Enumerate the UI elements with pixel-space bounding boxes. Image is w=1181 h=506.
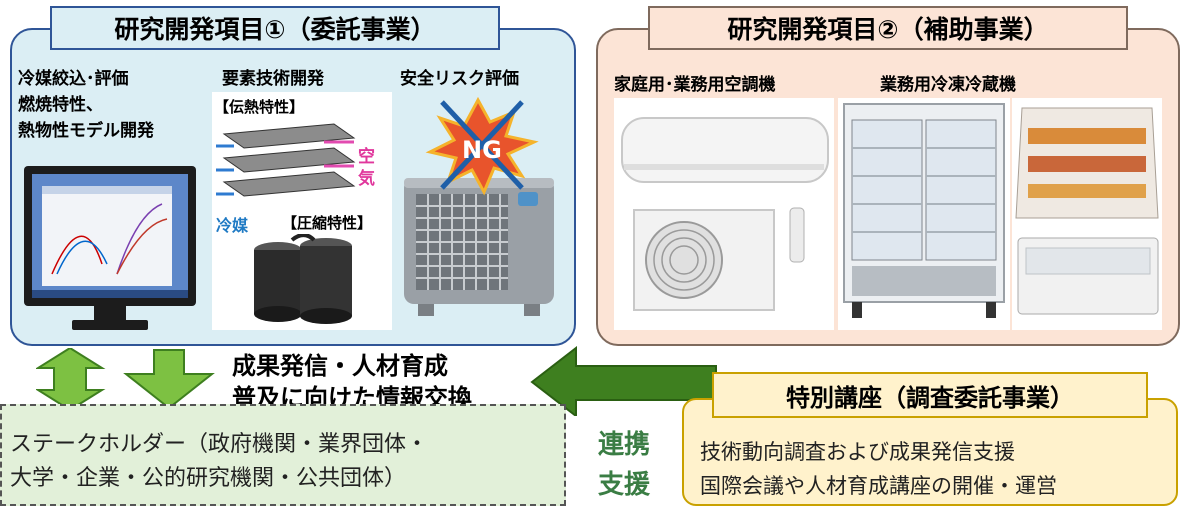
element-tech-title: 要素技術開発 <box>222 69 324 89</box>
air-label-1: 空 <box>358 147 375 167</box>
aircon-illustration <box>614 98 834 330</box>
thermo-model-label: 熱物性モデル開発 <box>18 121 154 141</box>
refrigerant-eval-label: 冷媒絞込･評価 <box>18 69 129 89</box>
air-label-2: 気 <box>358 169 375 189</box>
monitor-illustration <box>24 166 196 330</box>
stakeholder-text-2: 大学・企業・公的研究機関・公共団体） <box>10 466 407 491</box>
special-course-title: 特別講座（調査委託事業） <box>712 372 1148 418</box>
heat-transfer-label: 【伝熱特性】 <box>214 98 305 116</box>
outdoor-unit-illustration <box>404 96 554 316</box>
rd-item-2-title: 研究開発項目②（補助事業） <box>648 6 1128 50</box>
cooperation-label: 連携 <box>598 430 651 460</box>
stakeholder-text-1: ステークホルダー（政府機関・業界団体・ <box>10 432 429 457</box>
compressor-illustration <box>254 234 352 324</box>
refrigerant-label: 冷媒 <box>216 216 249 235</box>
showcase-illustration <box>1012 98 1162 330</box>
compression-label: 【圧縮特性】 <box>282 214 373 232</box>
dissemination-text-1: 成果発信・人材育成 <box>232 352 448 380</box>
freezer-title: 業務用冷凍冷蔵機 <box>880 75 1016 95</box>
support-label: 支援 <box>598 470 651 500</box>
display-freezer-illustration <box>838 98 1010 330</box>
bidirectional-arrow-icon <box>36 348 215 410</box>
safety-risk-title: 安全リスク評価 <box>400 69 519 89</box>
combustion-label: 燃焼特性、 <box>18 95 103 115</box>
stakeholder-box <box>0 404 566 506</box>
special-course-text-2: 国際会議や人材育成講座の開催・運営 <box>700 474 1057 498</box>
rd-item-1-title: 研究開発項目①（委託事業） <box>50 6 500 50</box>
heat-exchanger-illustration <box>216 123 356 197</box>
aircon-title: 家庭用･業務用空調機 <box>614 75 776 95</box>
ng-label: NG <box>462 136 502 164</box>
special-course-text-1: 技術動向調査および成果発信支援 <box>700 440 1015 464</box>
